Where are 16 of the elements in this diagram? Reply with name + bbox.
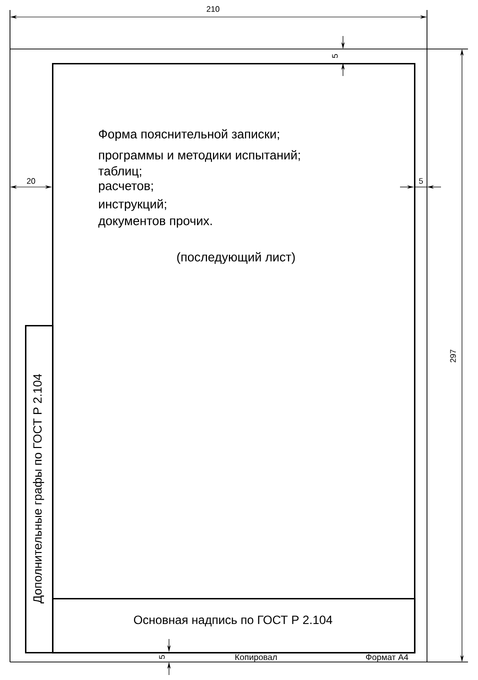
dimension-label: 297 — [450, 350, 456, 362]
text-line: расчетов; — [99, 183, 153, 193]
title-block-text: Основная надпись по ГОСТ Р 2.104 — [134, 616, 332, 626]
text-line: программы и методики испытаний; — [99, 150, 300, 162]
title-block — [52, 598, 416, 654]
text-line: Форма пояснительной записки; — [98, 129, 279, 141]
sheet-note: (последующий лист) — [177, 252, 295, 264]
dimension-label: 5 — [419, 178, 423, 184]
text-line: инструкций; — [99, 199, 166, 211]
text-line: таблиц; — [98, 166, 142, 178]
dimension-label: 210 — [206, 6, 220, 12]
side-column — [25, 325, 54, 654]
text-line: документов прочих. — [98, 218, 212, 228]
side-column-text: Дополнительные графы по ГОСТ Р 2.104 — [32, 374, 44, 604]
dimension-label: 20 — [26, 178, 36, 184]
dimension-label: 5 — [332, 54, 338, 58]
